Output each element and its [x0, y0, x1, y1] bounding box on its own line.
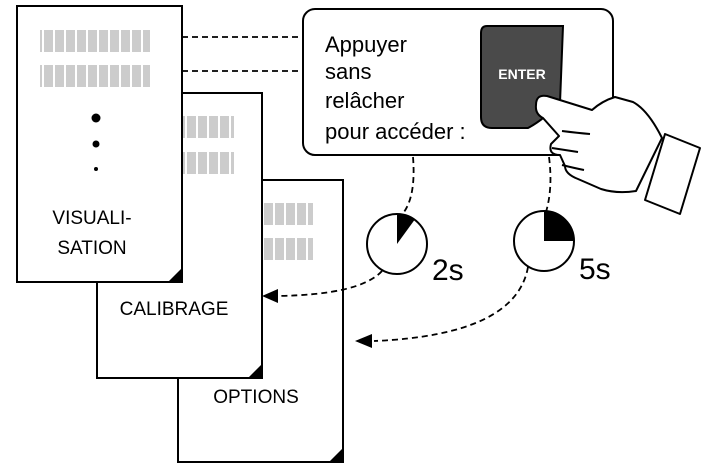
visualisation-label-line2: SATION [57, 238, 126, 259]
instruction-line2: sans [325, 59, 371, 84]
arrow-to-calibrage [275, 270, 383, 297]
visualisation-label-line1: VISUALI- [52, 208, 131, 229]
connector-path [403, 156, 415, 213]
calibrage-label: CALIBRAGE [120, 299, 229, 320]
visualisation-page-corner [168, 268, 182, 282]
enter-key-label: ENTER [498, 66, 545, 82]
ellipsis-dot [94, 167, 98, 171]
ellipsis-dot [91, 113, 101, 123]
instruction-line1: Appuyer [325, 32, 407, 57]
options-placeholder-bar [259, 238, 313, 260]
connector-path [545, 156, 552, 213]
options-label: OPTIONS [213, 387, 299, 408]
visualisation-placeholder-bar [40, 65, 150, 87]
timer-2s-elapsed-wedge [397, 214, 415, 244]
timer-2s: 2s [366, 213, 464, 287]
visualisation-placeholder-bar [40, 30, 150, 52]
instruction-line4: pour accéder : [325, 119, 466, 144]
pointing-hand-icon [534, 94, 701, 215]
arrow-head [355, 334, 372, 348]
options-placeholder-bar [259, 203, 313, 225]
visualisation-page: VISUALI- SATION [16, 5, 183, 283]
timer-5s: 5s [513, 210, 611, 286]
instruction-line3: relâcher [325, 88, 404, 113]
options-page-corner [329, 448, 343, 462]
calibrage-placeholder-bar [180, 116, 234, 138]
calibrage-placeholder-bar [180, 152, 234, 174]
arrow-to-options [373, 266, 529, 342]
timer-5s-elapsed-wedge [544, 211, 574, 241]
ellipsis-dot [92, 140, 100, 148]
arrow-head [262, 289, 278, 303]
calibrage-page-corner [248, 364, 262, 378]
timer-2s-label: 2s [432, 254, 464, 287]
timer-5s-label: 5s [579, 253, 611, 286]
